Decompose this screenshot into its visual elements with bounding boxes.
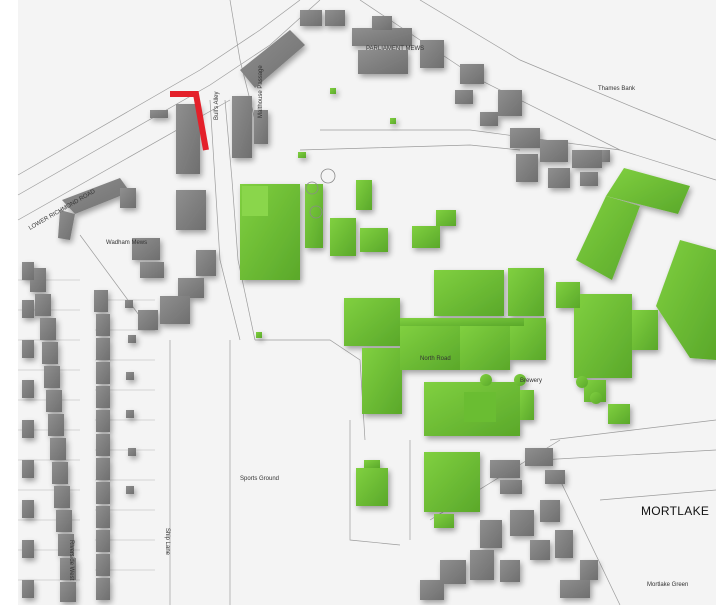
label-bulls-alley: Bull's Alley	[214, 92, 220, 121]
label-mortlake: MORTLAKE	[641, 504, 709, 518]
label-wadham-mews: Wadham Mews	[106, 240, 147, 246]
label-riverside-west: Riverside West	[68, 540, 74, 581]
label-brewery: Brewery	[520, 378, 542, 384]
label-mortlake-green: Mortlake Green	[647, 582, 688, 588]
label-thames-bank: Thames Bank	[598, 86, 636, 92]
tanks	[305, 168, 336, 219]
highlight-marker	[170, 91, 209, 151]
existing-buildings	[22, 10, 610, 602]
label-sports-ground: Sports Ground	[240, 476, 279, 482]
label-parliament-mews: PARLIAMENT MEWS	[366, 46, 424, 52]
proposed-buildings	[240, 88, 716, 528]
label-malthouse-passage: Malthouse Passage	[258, 65, 264, 118]
label-north-road: North Road	[420, 356, 451, 362]
label-ship-lane: Ship Lane	[164, 528, 170, 556]
road-network	[17, 0, 716, 605]
